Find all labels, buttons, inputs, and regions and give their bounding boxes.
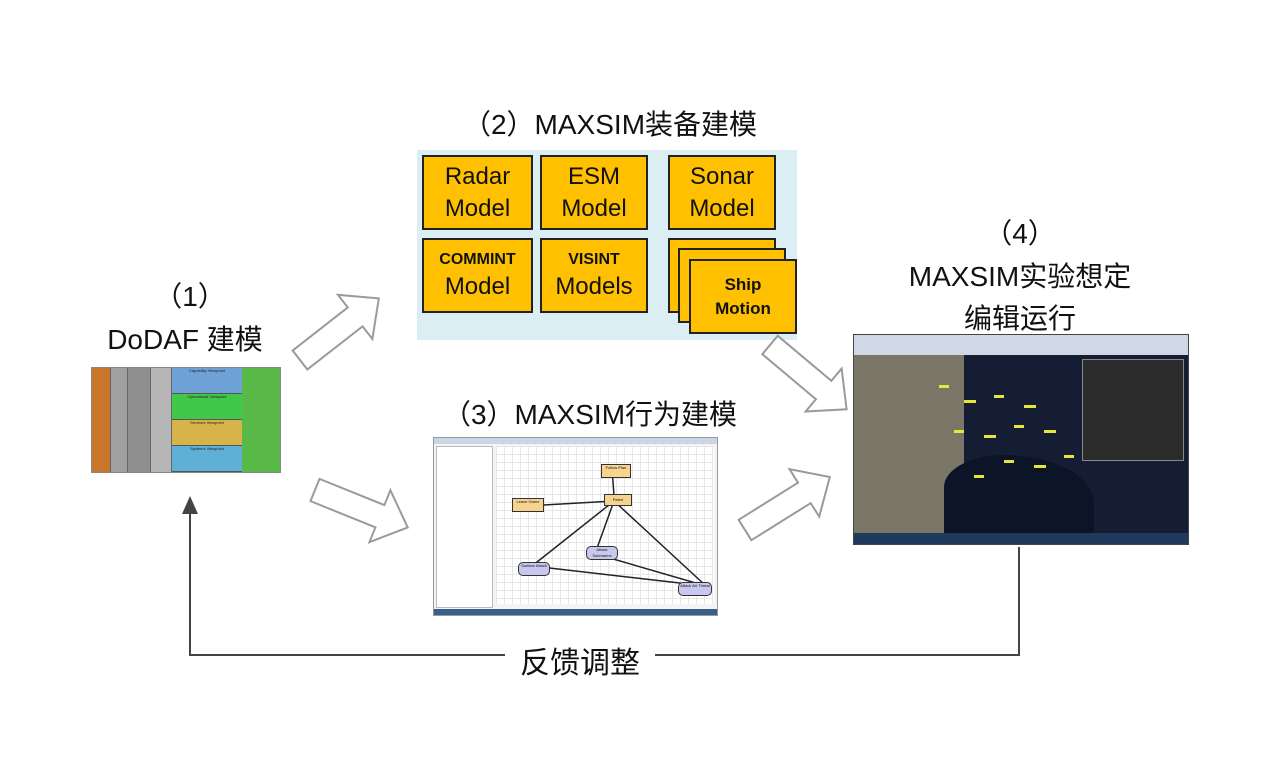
commint-model-line2: Model xyxy=(444,272,511,300)
behavior-taskbar xyxy=(434,609,717,615)
scenario-titlebar xyxy=(854,335,1188,355)
scenario-taskbar xyxy=(854,533,1188,544)
behavior-titlebar xyxy=(434,438,717,444)
dodaf-col-data xyxy=(128,368,151,472)
sonar-model-box: Sonar Model xyxy=(668,155,776,230)
step2-title: （2）MAXSIM装备建模 xyxy=(462,109,758,140)
ship-motion-line2: Motion xyxy=(715,298,771,318)
sonar-model-line1: Sonar xyxy=(689,162,755,190)
step1-number: （1） xyxy=(154,281,226,312)
feedback-label: 反馈调整 xyxy=(505,638,655,682)
step4-line2: 编辑运行 xyxy=(963,303,1076,334)
esm-model-box: ESM Model xyxy=(540,155,648,230)
dodaf-rows: Capability Viewpoint Operational Viewpoi… xyxy=(172,368,242,472)
visint-model-line2: Models xyxy=(555,272,633,300)
visint-model-line1: VISINT xyxy=(568,250,620,268)
step3-title: （3）MAXSIM行为建模 xyxy=(442,399,738,430)
dodaf-row-services: Services Viewpoint xyxy=(172,420,242,446)
arrow-dodaf-to-equipment xyxy=(291,293,380,371)
commint-model-line1: COMMINT xyxy=(439,250,516,268)
feedback-arrowhead xyxy=(182,496,198,514)
dodaf-thumbnail: Capability Viewpoint Operational Viewpoi… xyxy=(91,367,281,473)
radar-model-line1: Radar xyxy=(444,162,511,190)
commint-model-box: COMMINT Model xyxy=(422,238,533,313)
esm-model-line2: Model xyxy=(561,194,627,222)
behavior-model-screenshot: Follow Plan Leave Game Patrol Attack Sub… xyxy=(433,437,718,616)
behavior-tree-panel xyxy=(436,446,493,608)
radar-model-box: Radar Model xyxy=(422,155,533,230)
scenario-screenshot xyxy=(853,334,1189,545)
arrow-behavior-to-scenario xyxy=(737,467,832,542)
dodaf-col-standards xyxy=(111,368,128,472)
behavior-node-patrol: Patrol xyxy=(604,494,632,506)
ship-motion-line1: Ship xyxy=(724,274,762,294)
behavior-node-follow-plan: Follow Plan xyxy=(601,464,631,478)
behavior-node-surface-attack: Surface Attack xyxy=(518,562,550,576)
ship-motion-box: Ship Motion xyxy=(689,259,797,334)
dodaf-row-capability: Capability Viewpoint xyxy=(172,368,242,394)
dodaf-col-project xyxy=(242,368,280,472)
step1-title: DoDAF 建模 xyxy=(107,324,263,355)
behavior-node-leave-game: Leave Game xyxy=(512,498,544,512)
behavior-node-attack-submarine: Attack Submarine xyxy=(586,546,618,560)
step4-line1: MAXSIM实验想定 xyxy=(908,261,1132,292)
scenario-properties-dialog xyxy=(1082,359,1184,461)
radar-model-line2: Model xyxy=(444,194,511,222)
feedback-loop-line xyxy=(189,510,1020,656)
dodaf-row-systems: Systems Viewpoint xyxy=(172,446,242,472)
dodaf-col-standards-viewpoint xyxy=(151,368,172,472)
dodaf-row-operational: Operational Viewpoint xyxy=(172,394,242,420)
sonar-model-line2: Model xyxy=(689,194,755,222)
visint-model-box: VISINT Models xyxy=(540,238,648,313)
arrow-dodaf-to-behavior xyxy=(309,477,410,544)
step4-number: （4） xyxy=(984,218,1056,249)
dodaf-col-all-viewpoint xyxy=(92,368,111,472)
behavior-node-attack-air-threat: Attack Air Threat xyxy=(678,582,712,596)
esm-model-line1: ESM xyxy=(567,162,620,190)
scenario-unit-markers xyxy=(939,385,1074,478)
arrow-equipment-to-scenario xyxy=(760,334,848,413)
